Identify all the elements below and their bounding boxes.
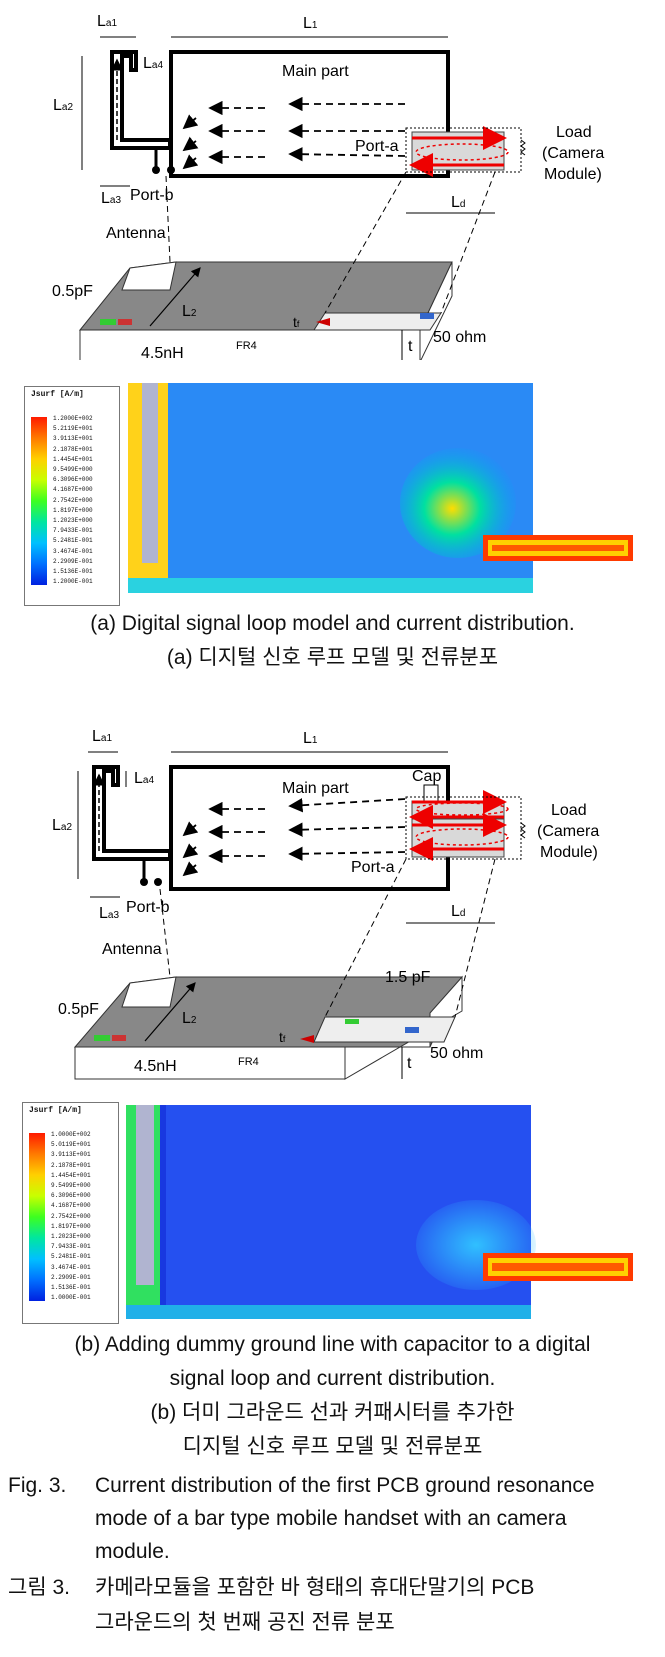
ld-label: Ld <box>451 194 465 211</box>
legend-tick: 1.5136E-001 <box>53 568 93 575</box>
la3-label: La3 <box>101 190 121 207</box>
figure-text-en-1: Current distribution of the first PCB gr… <box>95 1474 595 1497</box>
legend-tick: 3.4674E-001 <box>51 1263 91 1271</box>
panel-b-schematic: La1 La4 La2 La3 L1 Main part Cap Port-a … <box>52 728 599 1080</box>
legend-tick: 3.9113E+001 <box>51 1151 91 1159</box>
legend-tick: 1.2023E+000 <box>53 517 93 524</box>
figure-label-ko: 그림 3. <box>8 1576 70 1599</box>
load-label-1: Load <box>556 124 592 141</box>
antenna-label: Antenna <box>106 225 166 242</box>
fr4-label: FR4 <box>236 340 257 352</box>
main-part-label: Main part <box>282 63 349 80</box>
figure-text-ko-1: 카메라모듈을 포함한 바 형태의 휴대단말기의 PCB <box>95 1576 535 1599</box>
antenna-label: Antenna <box>102 941 162 958</box>
antenna-element <box>92 765 172 861</box>
legend-tick: 5.0119E+001 <box>51 1141 91 1149</box>
ohm-label: 50 ohm <box>433 329 486 346</box>
figure-text-en-3: module. <box>95 1540 170 1563</box>
la2-label: La2 <box>52 817 72 834</box>
legend-tick: 6.3096E+000 <box>51 1192 91 1200</box>
figure-text-ko-2: 그라운드의 첫 번째 공진 전류 분포 <box>95 1611 395 1634</box>
figure-label-en: Fig. 3. <box>8 1474 67 1497</box>
legend-tick: 2.7542E+000 <box>51 1212 91 1220</box>
la4-label: La4 <box>134 770 154 787</box>
fr4-label: FR4 <box>238 1056 259 1068</box>
legend-tick: 3.4674E-001 <box>53 547 93 555</box>
legend-tick: 1.0000E+002 <box>51 1131 91 1138</box>
ind-label: 4.5nH <box>141 345 184 360</box>
ind-label: 4.5nH <box>134 1058 177 1075</box>
port-a-label: Port-a <box>351 859 395 876</box>
l2-label: L2 <box>182 303 197 320</box>
legend-tick: 4.1687E+000 <box>53 486 93 494</box>
cap-05-label: 0.5pF <box>52 283 93 300</box>
panel-a-current-plot <box>128 383 633 593</box>
legend-tick: 2.2909E-001 <box>51 1273 91 1281</box>
la2-label: La2 <box>53 97 73 114</box>
legend-tick: 5.2481E-001 <box>53 537 93 545</box>
legend-tick: 1.8197E+000 <box>53 506 93 514</box>
main-part-label: Main part <box>282 780 349 797</box>
la1-label: La1 <box>92 728 112 745</box>
load-label-3: Module) <box>540 844 598 861</box>
legend-tick: 1.4454E+001 <box>53 455 93 463</box>
legend-tick: 1.2000E+002 <box>53 415 93 422</box>
l1-label: L1 <box>303 15 318 32</box>
legend-tick: 5.2119E+001 <box>53 425 93 433</box>
legend-tick: 1.8197E+000 <box>51 1222 91 1230</box>
panel-b-caption-en-1: (b) Adding dummy ground line with capaci… <box>74 1333 591 1356</box>
tf-label: tf <box>279 1029 286 1045</box>
legend-tick: 4.1687E+000 <box>51 1202 91 1210</box>
port-b-label: Port-b <box>130 187 174 204</box>
la1-label: La1 <box>97 13 117 30</box>
main-part-rect <box>169 50 450 178</box>
load-label-3: Module) <box>544 166 602 183</box>
legend-tick: 1.0000E-001 <box>51 1294 91 1302</box>
cap-05-label: 0.5pF <box>58 1001 99 1018</box>
t-label: t <box>407 1055 412 1072</box>
pcb-3d-board <box>73 975 463 1080</box>
legend-tick: 2.1878E+001 <box>51 1161 91 1169</box>
legend-tick: 9.5499E+000 <box>53 466 93 473</box>
ohm-label: 50 ohm <box>430 1045 483 1062</box>
legend-tick: 6.3096E+000 <box>53 476 93 484</box>
panel-b-caption-en-2: signal loop and current distribution. <box>169 1367 496 1390</box>
figure-text-en-2: mode of a bar type mobile handset with a… <box>95 1507 567 1530</box>
legend-tick: 7.9433E-001 <box>51 1243 91 1251</box>
legend-tick: 2.7542E+000 <box>53 496 93 504</box>
legend-tick: 1.2000E-001 <box>53 578 93 586</box>
panel-a-schematic: La1 La4 La2 La3 L1 Main part Port-a Port… <box>52 13 604 360</box>
legend-tick: 9.5499E+000 <box>51 1182 91 1189</box>
tf-label: tf <box>293 314 300 330</box>
l2-label: L2 <box>182 1010 197 1027</box>
panel-a-caption-en: (a) Digital signal loop model and curren… <box>90 612 575 635</box>
port-b-label: Port-b <box>126 899 170 916</box>
panel-a-caption-ko: (a) 디지털 신호 루프 모델 및 전류분포 <box>166 646 499 669</box>
la4-label: La4 <box>143 55 163 72</box>
ld-label: Ld <box>451 903 465 920</box>
cap-15-label: 1.5 pF <box>385 969 431 986</box>
l1-label: L1 <box>303 730 318 747</box>
legend-tick: 1.4454E+001 <box>51 1171 91 1179</box>
load-label-2: (Camera <box>537 823 599 840</box>
legend-tick: 2.2909E-001 <box>53 557 93 565</box>
cap-label: Cap <box>412 768 441 785</box>
legend-tick: 1.5136E-001 <box>51 1284 91 1291</box>
legend-tick: 5.2481E-001 <box>51 1253 91 1261</box>
legend-tick: 3.9113E+001 <box>53 435 93 443</box>
panel-b-caption-ko-2: 디지털 신호 루프 모델 및 전류분포 <box>182 1435 483 1458</box>
legend-tick: 2.1878E+001 <box>53 445 93 453</box>
t-label: t <box>408 338 413 355</box>
load-label-1: Load <box>551 802 587 819</box>
panel-b-current-plot <box>126 1105 633 1319</box>
legend-tick: 1.2023E+000 <box>51 1233 91 1240</box>
legend-tick: 7.9433E-001 <box>53 527 93 535</box>
panel-b-caption-ko-1: (b) 더미 그라운드 선과 커패시터를 추가한 <box>150 1401 515 1424</box>
pcb-3d-board <box>78 261 453 360</box>
port-a-label: Port-a <box>355 138 399 155</box>
la3-label: La3 <box>99 905 119 922</box>
load-label-2: (Camera <box>542 145 604 162</box>
